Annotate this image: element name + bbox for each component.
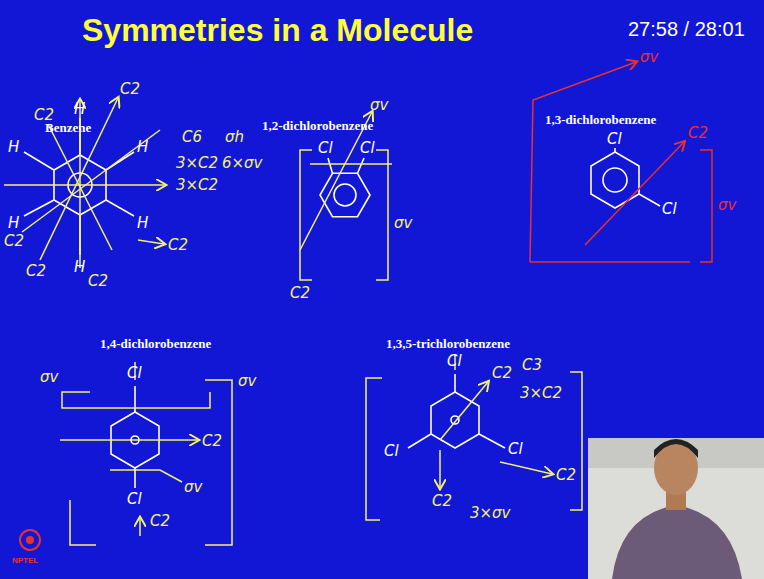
atom-label: Cl — [508, 440, 523, 458]
axis-label: C2 — [432, 492, 452, 510]
atom-label: Cl — [127, 490, 142, 508]
timestamp: 27:58 / 28:01 — [628, 18, 745, 41]
axis-label: C2 — [168, 236, 188, 254]
atom-label: H — [8, 138, 19, 156]
axis-label: C2 — [556, 466, 576, 484]
symmetry-element: C3 — [522, 356, 542, 374]
symmetry-element: σv — [718, 196, 736, 214]
symmetry-element: σv — [370, 96, 388, 114]
axis-label: C2 — [492, 364, 512, 382]
axis-label: C2 — [34, 106, 54, 124]
video-inset — [588, 438, 764, 579]
symmetry-element: σv — [40, 368, 58, 386]
axis-label: C2 — [150, 512, 170, 530]
axis-label: C2 — [26, 262, 46, 280]
symmetry-element: σv — [640, 48, 658, 66]
molecule-name: 1,2-dichlorobenzene — [262, 118, 373, 134]
symmetry-element: σv — [394, 214, 412, 232]
atom-label: H — [8, 214, 19, 232]
symmetry-element: 3×C2 — [520, 384, 562, 402]
axis-label: C2 — [202, 432, 222, 450]
atom-label: Cl — [318, 139, 333, 157]
symmetry-element: 3×C2 — [176, 154, 218, 172]
atom-label: H — [74, 258, 85, 276]
axis-label: C2 — [120, 80, 140, 98]
logo-text: NPTEL — [12, 556, 38, 565]
molecule-name: 1,3,5-trichlorobenzene — [386, 336, 510, 352]
symmetry-element: 6×σv — [222, 154, 263, 172]
atom-label: Cl — [447, 352, 462, 370]
atom-label: Cl — [384, 442, 399, 460]
symmetry-element: 3×C2 — [176, 176, 218, 194]
symmetry-element: σv — [184, 478, 202, 496]
axis-label: C2 — [88, 272, 108, 290]
axis-label: C2 — [4, 232, 24, 250]
axis-label: C2 — [688, 124, 708, 142]
molecule-skeletons — [24, 118, 660, 488]
atom-label: Cl — [127, 364, 142, 382]
symmetry-element: σv — [238, 372, 256, 390]
symmetry-element: σh — [225, 128, 244, 146]
red-annotations — [530, 62, 712, 262]
atom-label: H — [74, 100, 85, 118]
symmetry-annotations — [4, 98, 582, 545]
atom-label: H — [137, 138, 148, 156]
symmetry-element: C6 — [182, 128, 202, 146]
logo-mark — [20, 530, 40, 550]
logo-mark — [26, 536, 34, 544]
atom-label: Cl — [360, 139, 375, 157]
symmetry-element: 3×σv — [470, 504, 511, 522]
molecule-name: 1,4-dichlorobenzene — [100, 336, 211, 352]
atom-label: H — [137, 214, 148, 232]
axis-label: C2 — [290, 284, 310, 302]
atom-label: Cl — [607, 130, 622, 148]
slide-title: Symmetries in a Molecule — [82, 12, 473, 49]
molecule-name: 1,3-dichlorobenzene — [545, 112, 656, 128]
atom-label: Cl — [662, 200, 677, 218]
